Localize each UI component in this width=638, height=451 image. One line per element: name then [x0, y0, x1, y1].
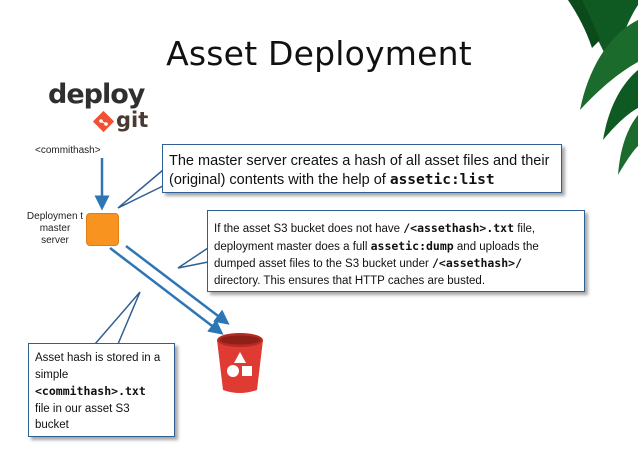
callout-stored: Asset hash is stored in a simple <commit… [28, 343, 175, 437]
slide-title: Asset Deployment [166, 34, 472, 73]
callout-upload-line4: directory. This ensures that HTTP caches… [214, 274, 486, 287]
callout-upload-l1-code: /<assethash>.txt [403, 221, 515, 235]
server-icon [86, 213, 119, 246]
callout-pointer-upload [177, 247, 209, 269]
callout-upload: If the asset S3 bucket does not have /<a… [207, 210, 585, 292]
callout-stored-line5: bucket [35, 419, 69, 431]
deploy-logo-icon: deploy [48, 79, 145, 110]
arrow-server-to-bucket-2 [125, 245, 230, 325]
git-logo-text: git [116, 108, 149, 132]
callout-stored-line4: file in our asset S3 [35, 402, 130, 415]
callout-hash-line2-text: (original) contents with the help of [169, 172, 390, 188]
callout-stored-line3: <commithash>.txt [35, 383, 168, 401]
arrow-server-to-bucket-1 [109, 247, 224, 335]
s3-bucket-icon [217, 333, 263, 393]
callout-upload-l1-pre: If the asset S3 bucket does not have [214, 223, 404, 235]
callout-upload-l1-post: file, [514, 223, 536, 235]
callout-hash-line2: (original) contents with the help of ass… [169, 171, 555, 190]
callout-upload-l2-pre: deployment master does a full [214, 240, 371, 253]
git-logo-icon [92, 111, 115, 133]
callout-stored-line1: Asset hash is stored in a [35, 352, 161, 364]
callout-stored-code: <commithash>.txt [35, 384, 146, 398]
callout-stored-line2: simple [35, 368, 69, 381]
callout-upload-line3: dumped asset files to the S3 bucket unde… [214, 255, 578, 273]
callout-upload-l2-code: assetic:dump [370, 238, 454, 253]
callout-pointer-stored [94, 291, 141, 345]
callout-upload-l3-pre: dumped asset files to the S3 bucket unde… [214, 258, 432, 270]
callout-hash-code: assetic:list [389, 172, 495, 188]
callout-hash: The master server creates a hash of all … [162, 144, 562, 193]
commit-hash-label: <commithash> [35, 145, 101, 156]
callout-upload-l2-post: and uploads the [453, 240, 539, 253]
palm-leaves-icon [568, 0, 638, 175]
callout-pointer-hash [117, 169, 164, 209]
server-label: Deploymen t master server [26, 211, 84, 246]
callout-hash-line1: The master server creates a hash of all … [169, 153, 550, 169]
callout-upload-line2: deployment master does a full assetic:du… [214, 238, 578, 256]
callout-upload-line1: If the asset S3 bucket does not have /<a… [214, 220, 578, 238]
callout-upload-l3-code: /<assethash>/ [432, 256, 523, 270]
